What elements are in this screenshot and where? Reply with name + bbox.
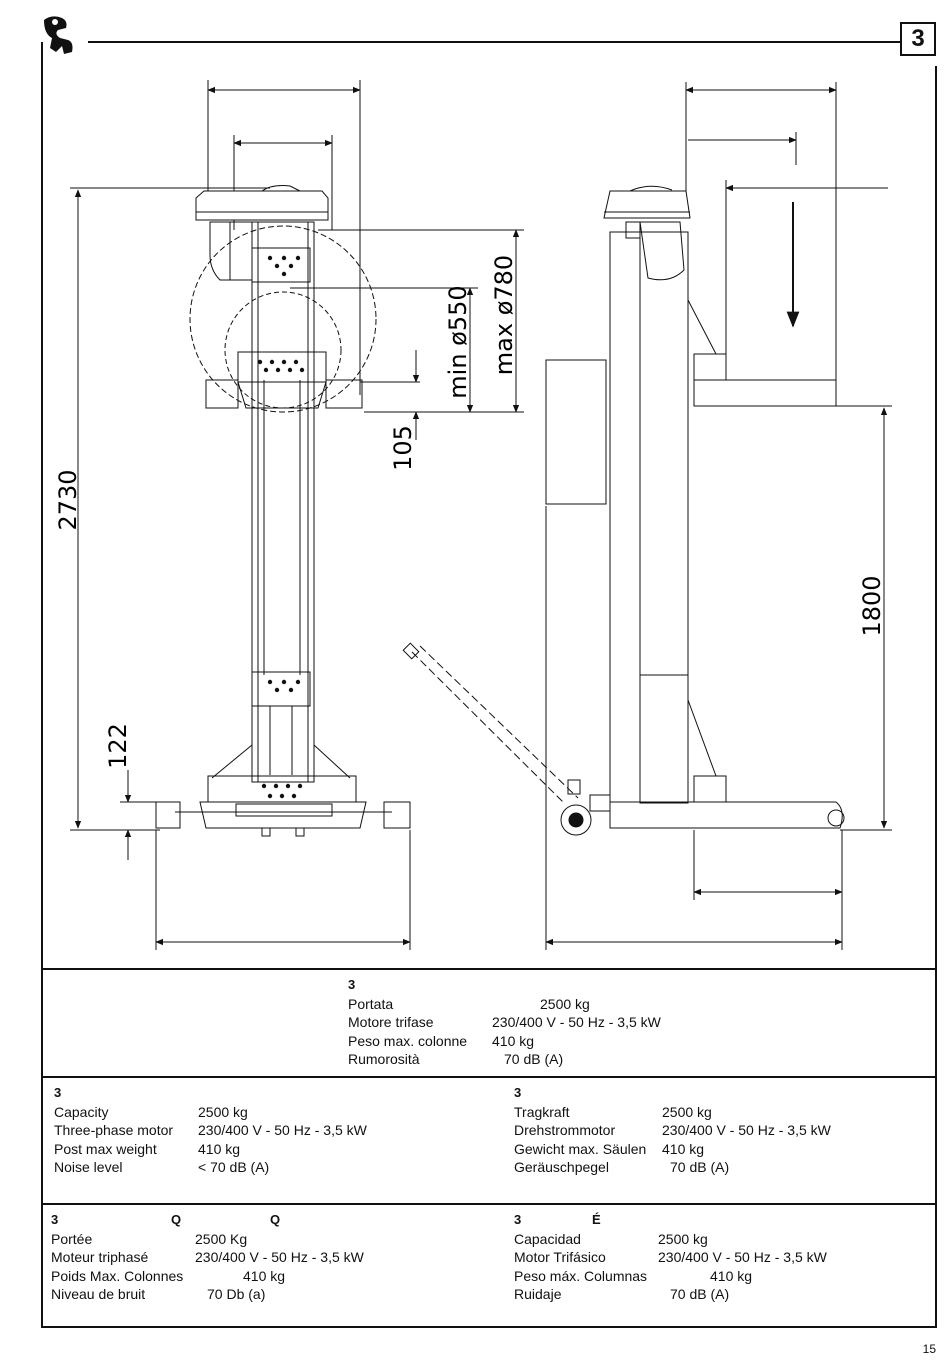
lift-technical-drawing: 2730 min ø550 max ø780 105 122 1800 xyxy=(54,80,892,950)
spec-en-label: Post max weight xyxy=(54,1140,157,1157)
dim-1800: 1800 xyxy=(858,575,886,636)
spec-es-label: Motor Trifásico xyxy=(514,1249,606,1265)
spec-en-value: < 70 dB (A) xyxy=(198,1159,270,1175)
spec-en-value: 230/400 V - 50 Hz - 3,5 kW xyxy=(198,1122,367,1138)
spec-fr-value: 70 Db (a) xyxy=(207,1286,266,1302)
spec-de-value: 70 dB (A) xyxy=(670,1159,730,1175)
spec-en-label: Capacity xyxy=(54,1103,109,1120)
spec-de-label: Gewicht max. Säulen xyxy=(514,1140,647,1157)
spec-it-value: 70 dB (A) xyxy=(504,1051,564,1067)
page-number: 15 xyxy=(922,1342,936,1356)
spec-it-label: Motore trifase xyxy=(348,1014,434,1030)
spec-fr-value: 230/400 V - 50 Hz - 3,5 kW xyxy=(195,1249,364,1265)
spec-fr-value: 2500 Kg xyxy=(195,1230,248,1247)
spec-es-label: Ruidaje xyxy=(514,1286,562,1302)
spec-fr-value: 410 kg xyxy=(243,1267,286,1284)
spec-fr-title-q2: Q xyxy=(270,1212,281,1227)
spec-fr-label: Niveau de bruit xyxy=(51,1286,146,1302)
page-frame xyxy=(41,66,937,1328)
divider-drawing xyxy=(41,968,937,970)
spec-en-label: Noise level xyxy=(54,1159,123,1175)
company-logo xyxy=(44,16,73,54)
divider-en-de xyxy=(41,1203,937,1205)
spec-de-label: Drehstrommotor xyxy=(514,1122,616,1138)
spec-en-value: 410 kg xyxy=(198,1140,241,1157)
spec-de-value: 410 kg xyxy=(662,1140,705,1157)
spec-es-label: Peso máx. Columnas xyxy=(514,1267,648,1284)
divider-it xyxy=(41,1076,937,1078)
spec-english: 3 Capacity 2500 kg Three-phase motor 230/4… xyxy=(54,1084,474,1177)
spec-it-value: 230/400 V - 50 Hz - 3,5 kW xyxy=(492,1014,661,1030)
spec-fr-label: Poids Max. Colonnes xyxy=(51,1267,184,1284)
spec-fr-label: Portée xyxy=(51,1230,93,1247)
spec-german: 3 Tragkraft 2500 kg Drehstrommotor 230/400… xyxy=(514,1084,914,1177)
spec-es-label: Capacidad xyxy=(514,1230,581,1247)
spec-fr-label: Moteur triphasé xyxy=(51,1249,149,1265)
spec-de-value: 2500 kg xyxy=(662,1103,712,1120)
spec-es-value: 2500 kg xyxy=(658,1230,708,1247)
spec-it-label: Portata xyxy=(348,995,394,1012)
spec-fr-title-q1: Q xyxy=(171,1212,182,1227)
spec-spanish: 3 É Capacidad 2500 kg Motor Trifásico 230/… xyxy=(514,1211,914,1304)
dim-105: 105 xyxy=(389,425,417,471)
dim-2730: 2730 xyxy=(54,469,82,530)
spec-it-title: 3 xyxy=(348,977,356,992)
spec-en-title: 3 xyxy=(54,1085,62,1100)
section-number-box: 3 xyxy=(900,22,936,56)
spec-de-label: Geräuschpegel xyxy=(514,1159,609,1175)
spec-de-value: 230/400 V - 50 Hz - 3,5 kW xyxy=(662,1122,831,1138)
spec-fr-title: 3 xyxy=(51,1212,59,1227)
dim-max-diameter: max ø780 xyxy=(490,255,518,375)
header-rule xyxy=(88,41,900,43)
spec-it-value: 2500 kg xyxy=(540,995,590,1012)
spec-it-label: Peso max. colonne xyxy=(348,1032,468,1049)
spec-italian: 3 Portata 2500 kg Motore trifase 230/400 V… xyxy=(348,976,748,1069)
dim-min-diameter: min ø550 xyxy=(444,285,472,398)
spec-en-value: 2500 kg xyxy=(198,1103,248,1120)
spec-de-label: Tragkraft xyxy=(514,1103,570,1120)
spec-it-value: 410 kg xyxy=(492,1032,535,1049)
spec-es-title-e: É xyxy=(592,1212,601,1227)
spec-it-label: Rumorosità xyxy=(348,1051,420,1067)
spec-french: 3 Q Q Portée 2500 Kg Moteur triphasé 230/4… xyxy=(51,1211,471,1304)
spec-es-value: 410 kg xyxy=(710,1267,753,1284)
spec-es-value: 70 dB (A) xyxy=(670,1286,730,1302)
spec-de-title: 3 xyxy=(514,1085,522,1100)
spec-es-title: 3 xyxy=(514,1212,522,1227)
frame-top-edge xyxy=(41,42,43,68)
spec-es-value: 230/400 V - 50 Hz - 3,5 kW xyxy=(658,1249,827,1265)
spec-en-label: Three-phase motor xyxy=(54,1122,174,1138)
dim-122: 122 xyxy=(104,723,132,769)
